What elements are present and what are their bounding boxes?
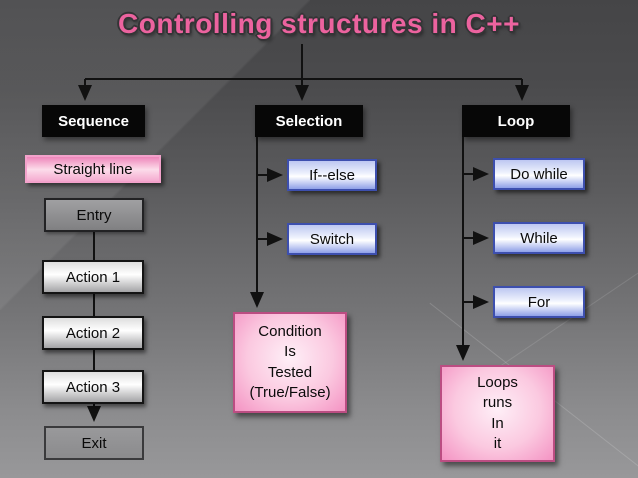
header-sequence: Sequence [42, 105, 145, 137]
note-line: Loops [477, 374, 518, 391]
step-action-3: Action 3 [42, 370, 144, 404]
step-entry: Entry [44, 198, 144, 232]
note-line: runs [482, 394, 513, 412]
note-line: it [493, 434, 502, 452]
step-action-1: Action 1 [42, 260, 144, 294]
straight-line-box: Straight line [25, 155, 161, 183]
note-condition-tested: Condition Is Tested (True/False) [233, 312, 347, 413]
note-line: In [491, 414, 504, 432]
step-exit: Exit [44, 426, 144, 460]
note-line: (True/False) [249, 383, 331, 401]
option-for: For [493, 286, 585, 318]
slide-title: Controlling structures in C++ [118, 8, 520, 39]
option-if-else: If--else [287, 159, 377, 191]
note-loops-runs: Loops runs In it [440, 365, 555, 462]
note-line: Condition [258, 323, 322, 340]
header-loop: Loop [462, 105, 570, 137]
note-line: Tested [267, 363, 313, 381]
option-while: While [493, 222, 585, 254]
note-line: Is [284, 343, 296, 361]
option-do-while: Do while [493, 158, 585, 190]
header-selection: Selection [255, 105, 363, 137]
option-switch: Switch [287, 223, 377, 255]
step-action-2: Action 2 [42, 316, 144, 350]
